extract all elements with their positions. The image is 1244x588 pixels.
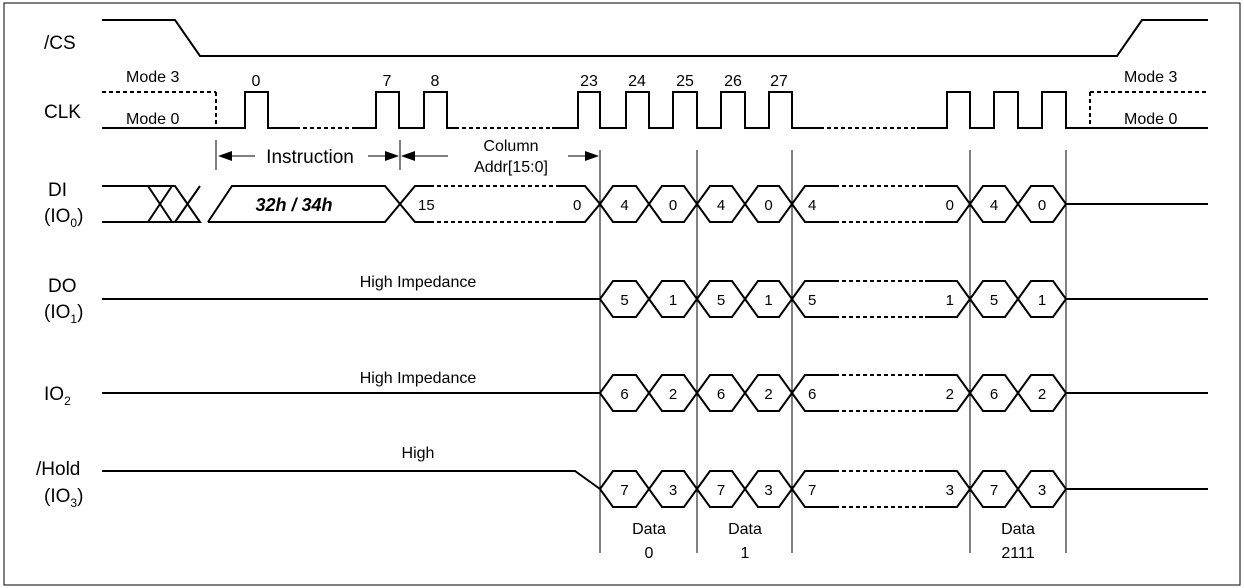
do-label: DO xyxy=(48,276,77,297)
data-nibble: 4 xyxy=(620,197,628,214)
data-1-index: 1 xyxy=(741,545,750,562)
column-address-span: Column Addr[15:0] xyxy=(401,138,599,176)
data-nibble: 3 xyxy=(1038,482,1046,499)
data-byte-labels: Data 0 Data 1 Data 2111 xyxy=(632,521,1035,562)
io2-label: IO2 xyxy=(44,384,71,408)
data-nibble: 6 xyxy=(808,386,816,403)
hold-high-label: High xyxy=(402,445,435,462)
data-nibble: 1 xyxy=(1038,292,1046,309)
hold-io-label: (IO3) xyxy=(44,486,83,510)
svg-text:23: 23 xyxy=(580,73,598,90)
data-segment xyxy=(1017,374,1068,412)
data-nibble: 3 xyxy=(669,482,677,499)
di-io-label: (IO0) xyxy=(44,206,83,230)
data-segment xyxy=(1017,280,1068,318)
data-nibble: 3 xyxy=(764,482,772,499)
data-nibble: 1 xyxy=(669,292,677,309)
cs-label: /CS xyxy=(44,33,76,54)
data-nibble: 6 xyxy=(717,386,725,403)
data-nibble: 1 xyxy=(764,292,772,309)
addr-label: Addr[15:0] xyxy=(474,159,548,176)
data-nibble: 7 xyxy=(717,482,725,499)
svg-text:27: 27 xyxy=(770,73,788,90)
diagram-frame xyxy=(3,2,1241,586)
data-nibble: 0 xyxy=(764,197,772,214)
data-nibble: 0 xyxy=(946,197,954,214)
hold-high-line xyxy=(102,470,601,490)
data-nibble: 7 xyxy=(990,482,998,499)
data-nibble: 5 xyxy=(620,292,628,309)
data-nibble: 5 xyxy=(990,292,998,309)
cs-waveform xyxy=(102,19,1208,57)
instruction-label: Instruction xyxy=(266,147,354,168)
clk-waveform xyxy=(102,91,1208,129)
do-data-bus: 5 1 5 1 5 1 5 1 xyxy=(599,280,1068,318)
svg-text:25: 25 xyxy=(676,73,694,90)
data-2111-index: 2111 xyxy=(1001,545,1034,562)
di-label: DI xyxy=(48,180,67,201)
data-nibble: 4 xyxy=(808,197,816,214)
clk-mode3-right: Mode 3 xyxy=(1124,69,1177,86)
data-segment xyxy=(1017,185,1068,223)
data-nibble: 7 xyxy=(620,482,628,499)
io2-high-impedance-label: High Impedance xyxy=(360,370,477,387)
data-nibble: 2 xyxy=(946,386,954,403)
data-segment xyxy=(790,374,835,412)
svg-text:26: 26 xyxy=(724,73,742,90)
data-nibble: 4 xyxy=(717,197,725,214)
data-0-index: 0 xyxy=(645,545,654,562)
io2-data-bus: 6 2 6 2 6 2 6 2 xyxy=(599,374,1068,412)
column-label: Column xyxy=(483,138,538,155)
data-1-label: Data xyxy=(728,521,762,538)
data-segment xyxy=(790,185,835,223)
clock-cycle-numbers: 0 7 8 23 24 25 26 27 xyxy=(252,73,788,90)
data-nibble: 6 xyxy=(990,386,998,403)
di-data-bus: 4 0 4 0 4 0 4 0 xyxy=(599,185,1068,223)
data-segment xyxy=(1017,470,1068,508)
instruction-span: Instruction xyxy=(218,147,399,168)
data-segment xyxy=(790,280,835,318)
hold-label: /Hold xyxy=(36,459,80,480)
data-0-label: Data xyxy=(632,521,666,538)
data-nibble: 1 xyxy=(946,292,954,309)
data-nibble: 3 xyxy=(946,482,954,499)
data-nibble: 6 xyxy=(620,386,628,403)
data-nibble: 0 xyxy=(669,197,677,214)
data-2111-label: Data xyxy=(1001,521,1035,538)
do-io-label: (IO1) xyxy=(44,302,83,326)
clk-mode0-right: Mode 0 xyxy=(1124,111,1177,128)
addr-lsb: 0 xyxy=(573,197,581,214)
data-nibble: 2 xyxy=(1038,386,1046,403)
opcode-label: 32h / 34h xyxy=(255,195,332,215)
data-nibble: 5 xyxy=(717,292,725,309)
clk-mode0-left: Mode 0 xyxy=(126,111,179,128)
cycle-guides xyxy=(215,140,1067,553)
data-nibble: 2 xyxy=(764,386,772,403)
clk-label: CLK xyxy=(44,102,81,123)
data-nibble: 2 xyxy=(669,386,677,403)
clk-mode3-left: Mode 3 xyxy=(126,69,179,86)
data-nibble: 0 xyxy=(1038,197,1046,214)
svg-text:7: 7 xyxy=(383,73,392,90)
svg-text:24: 24 xyxy=(628,73,646,90)
data-segment xyxy=(790,470,835,508)
svg-text:0: 0 xyxy=(252,73,261,90)
data-nibble: 4 xyxy=(990,197,998,214)
data-nibble: 7 xyxy=(808,482,816,499)
do-high-impedance-label: High Impedance xyxy=(360,274,477,291)
svg-text:8: 8 xyxy=(431,73,440,90)
di-waveform: 32h / 34h 15 0 xyxy=(102,185,1208,223)
io3-data-bus: 7 3 7 3 7 3 7 3 xyxy=(599,470,1068,508)
addr-msb: 15 xyxy=(418,197,435,214)
data-nibble: 5 xyxy=(808,292,816,309)
